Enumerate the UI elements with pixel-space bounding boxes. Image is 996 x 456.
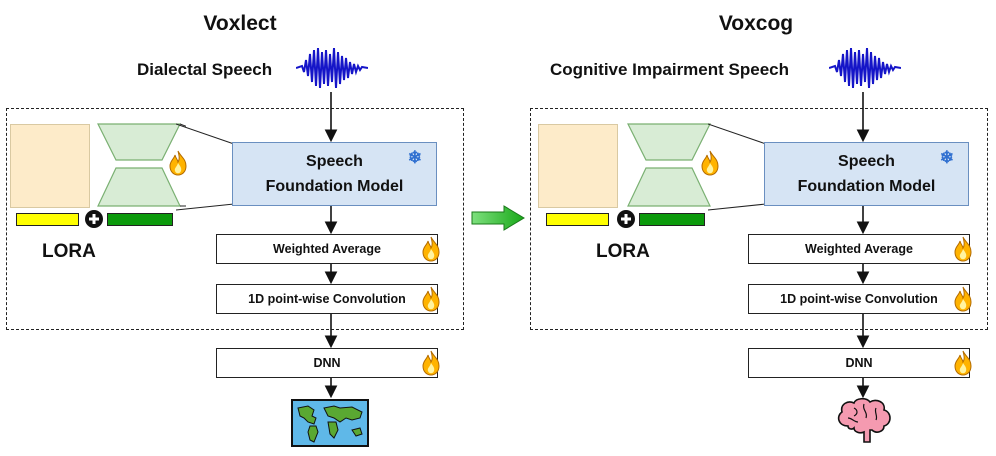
snowflake-icon: ❄ <box>939 148 954 167</box>
input-label: Dialectal Speech <box>137 60 273 79</box>
lora-connector-lines <box>176 123 235 211</box>
lora-label: LORA <box>42 241 96 262</box>
speech-foundation-model: Speech Foundation Model ❄ <box>232 142 437 206</box>
lora-bar-b <box>639 213 705 226</box>
flame-icon <box>701 150 719 176</box>
lora-adapter-shapes <box>627 123 711 207</box>
waveform-icon <box>296 47 368 89</box>
panel-title: Voxlect <box>203 12 277 35</box>
world-map-icon <box>291 399 369 447</box>
brain-icon <box>837 397 891 443</box>
arrow-right-icon <box>471 205 525 231</box>
plus-icon <box>85 210 103 228</box>
lora-pretrained-matrix <box>10 124 90 208</box>
model-title-line1: Speech <box>838 153 895 170</box>
lora-pretrained-matrix <box>538 124 618 208</box>
lora-adapter-shapes <box>97 123 186 207</box>
waveform-icon <box>829 47 901 89</box>
input-label: Cognitive Impairment Speech <box>550 60 789 79</box>
dnn-block: DNN <box>216 348 438 378</box>
panel-title: Voxcog <box>718 12 794 35</box>
weighted-average-block: Weighted Average <box>748 234 970 264</box>
flame-icon <box>954 350 972 376</box>
panel-voxcog: Voxcog Cognitive Impairment Speech LORA … <box>516 0 996 456</box>
flame-icon <box>422 236 440 262</box>
pointwise-conv-block: 1D point-wise Convolution <box>216 284 438 314</box>
pointwise-conv-block: 1D point-wise Convolution <box>748 284 970 314</box>
flame-icon <box>422 286 440 312</box>
plus-icon <box>617 210 635 228</box>
snowflake-icon: ❄ <box>407 148 422 167</box>
lora-bar-b <box>107 213 173 226</box>
flame-icon <box>422 350 440 376</box>
lora-connector-lines <box>708 123 767 211</box>
lora-finetune-region <box>530 108 988 330</box>
model-title-line2: Foundation Model <box>265 178 404 195</box>
lora-bar-a <box>546 213 609 226</box>
flame-icon <box>954 286 972 312</box>
model-title-line1: Speech <box>306 153 363 170</box>
dnn-block: DNN <box>748 348 970 378</box>
weighted-average-block: Weighted Average <box>216 234 438 264</box>
speech-foundation-model: Speech Foundation Model ❄ <box>764 142 969 206</box>
lora-label: LORA <box>596 241 650 262</box>
model-title-line2: Foundation Model <box>797 178 936 195</box>
lora-bar-a <box>16 213 79 226</box>
flame-icon <box>954 236 972 262</box>
flame-icon <box>169 150 187 176</box>
lora-finetune-region <box>6 108 464 330</box>
panel-voxlect: Voxlect Dialectal Speech LORA Speech Fou… <box>0 0 480 456</box>
